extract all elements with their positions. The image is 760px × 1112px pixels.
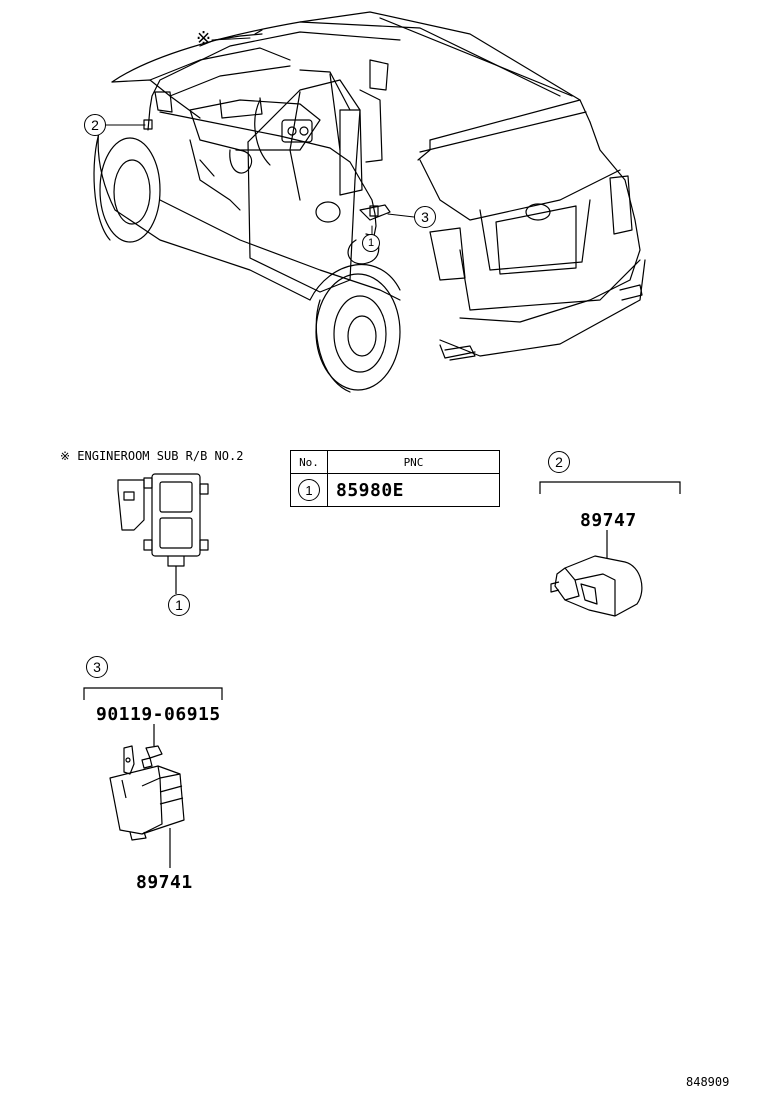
pnc-table-header: No. PNC — [290, 450, 500, 474]
table-row: 1 85980E — [290, 473, 500, 507]
callout-3-group: 3 — [86, 656, 108, 678]
callout-2-vehicle: 2 — [84, 114, 106, 136]
callout-1-vehicle: 1 — [362, 234, 380, 252]
pnc-header-pnc: PNC — [327, 450, 500, 474]
pnc-header-no: No. — [290, 450, 328, 474]
figure-code: 848909 — [686, 1075, 730, 1089]
part-number-90119-06915[interactable]: 90119-06915 — [96, 704, 221, 725]
callout-3-vehicle: 3 — [414, 206, 436, 228]
pnc-row-code[interactable]: 85980E — [336, 479, 405, 501]
vehicle-illustration — [93, 11, 646, 393]
sensor-89747-drawing — [550, 530, 643, 617]
engineroom-relay-block-drawing — [117, 473, 209, 594]
reference-mark-vehicle: ※ — [196, 28, 212, 49]
part-number-89747[interactable]: 89747 — [580, 510, 637, 531]
group-2-bracket — [539, 481, 681, 494]
pnc-row-no: 1 — [298, 479, 320, 501]
group-3-bracket — [83, 687, 223, 700]
callout-1-engineroom: 1 — [168, 594, 190, 616]
sensor-89741-drawing — [109, 724, 185, 868]
pnc-table: No. PNC 1 85980E — [290, 450, 500, 507]
part-number-89741[interactable]: 89741 — [136, 872, 193, 893]
callout-2-group: 2 — [548, 451, 570, 473]
engineroom-label: ※ ENGINEROOM SUB R/B NO.2 — [60, 449, 244, 463]
